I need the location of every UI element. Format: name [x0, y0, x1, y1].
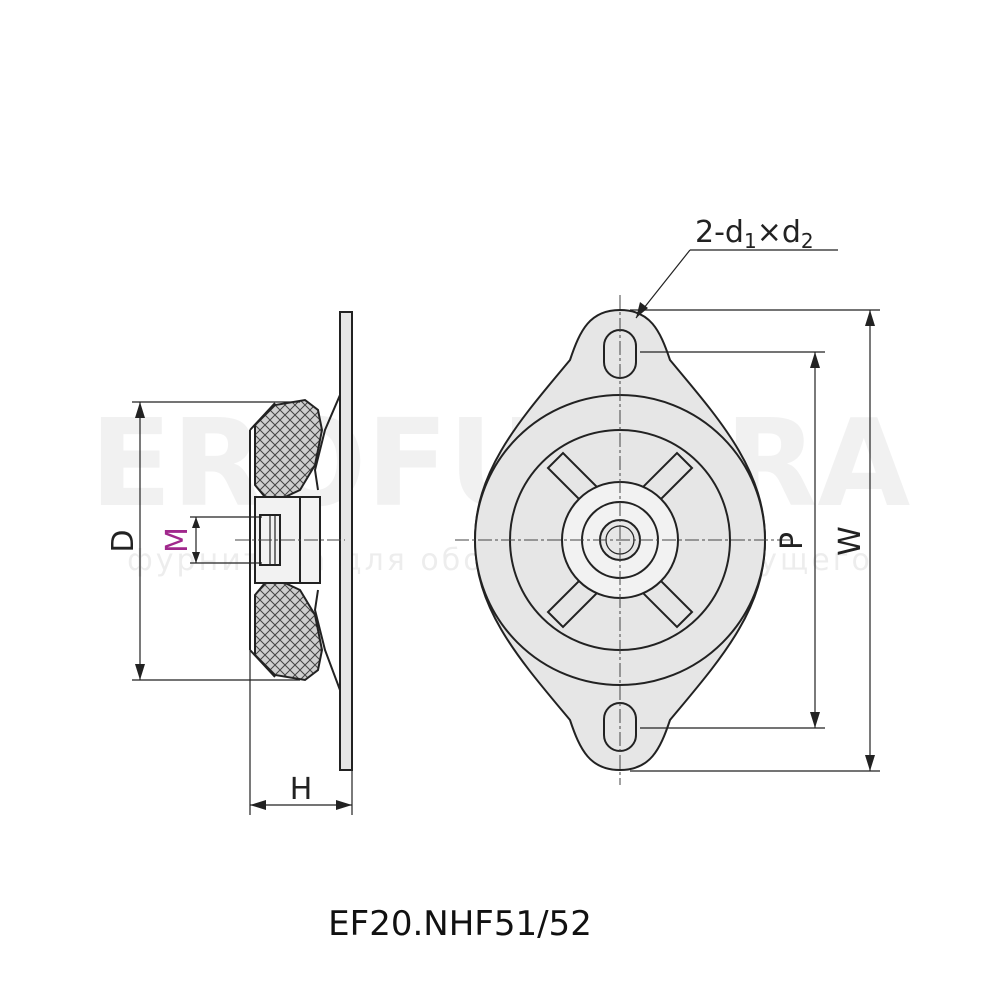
side-base-outline	[249, 402, 276, 678]
label-h: H	[290, 772, 313, 807]
side-housing-upper	[313, 320, 341, 491]
label-m: M	[160, 527, 195, 553]
caption-model: EF20.NHF51/52	[328, 904, 592, 944]
label-w: W	[833, 526, 868, 556]
front-view: 2-d1×d2 P W	[455, 215, 880, 785]
side-view: D M H	[106, 311, 353, 815]
m-arrows	[192, 517, 200, 563]
side-housing-lower	[313, 589, 341, 760]
label-holes: 2-d1×d2	[695, 215, 814, 253]
label-p: P	[775, 532, 810, 550]
side-plate	[339, 311, 353, 771]
label-d: D	[106, 529, 141, 552]
